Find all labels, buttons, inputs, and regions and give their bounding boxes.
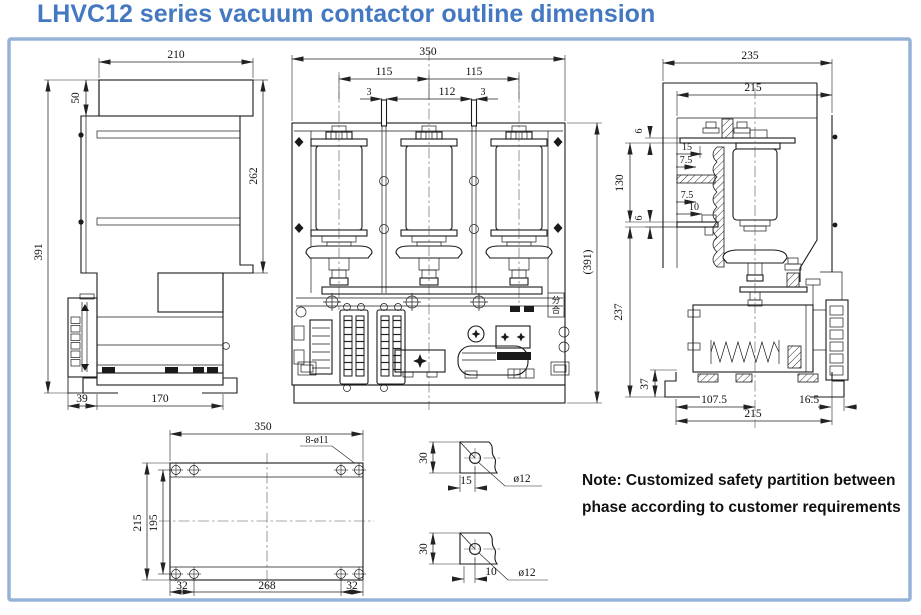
- page-title: LHVC12 series vacuum contactor outline d…: [37, 0, 656, 28]
- dim-detail-upper-dia: ø12: [513, 473, 531, 485]
- dim-right-15: 15: [682, 142, 692, 153]
- left-connector: [293, 319, 333, 375]
- right-foot-right: [810, 372, 845, 398]
- dim-detail-upper-30: 30: [418, 452, 430, 464]
- dim-front-3-right: 3: [481, 87, 486, 98]
- corner-bolt-icon: [294, 137, 304, 147]
- dim-side-262: 262: [248, 167, 260, 185]
- dim-right-6-bottom: 6: [634, 216, 645, 221]
- note-text: Note: Customized safety partition betwee…: [582, 467, 917, 521]
- note-line-1: Note: Customized safety partition betwee…: [582, 472, 896, 489]
- dim-front-115-right: 115: [466, 66, 483, 78]
- front-view: 350 115 115 3 112 3 (391): [291, 46, 602, 410]
- dim-right-215-top: 215: [744, 82, 762, 94]
- spring: [710, 340, 780, 364]
- mounting-plate: [169, 462, 364, 581]
- dim-bottom-215: 215: [132, 514, 144, 532]
- right-interrupter: [722, 142, 821, 307]
- side-view: 210 50 262 391 39 170: [33, 49, 268, 410]
- hole-callout: 8-ø11: [306, 435, 329, 446]
- right-terminal-block: [825, 299, 849, 381]
- dim-detail-lower-dia: ø12: [518, 567, 536, 579]
- deck-bolt-icon: [323, 293, 488, 311]
- vacuum-interrupter-poles: [305, 50, 553, 410]
- dim-right-6-top: 6: [634, 129, 645, 134]
- front-mechanism: 分 合: [293, 286, 570, 392]
- dim-side-39: 39: [76, 393, 88, 405]
- right-mechanism: [664, 299, 849, 398]
- phase-pin: [380, 99, 388, 127]
- dim-front-112: 112: [439, 86, 456, 98]
- note-line-2: phase according to customer requirements: [582, 499, 901, 516]
- dim-side-391: 391: [33, 243, 45, 261]
- detail-lower: 30 10 ø12: [418, 532, 548, 583]
- mounting-holes: [169, 463, 366, 581]
- indicator-char-bottom: 合: [552, 305, 561, 316]
- dim-front-391: (391): [582, 249, 594, 274]
- dim-right-215-bottom: 215: [744, 408, 762, 420]
- dim-right-7-5-top: 7.5: [680, 155, 693, 166]
- open-close-indicator: [547, 292, 565, 318]
- dim-detail-lower-10: 10: [485, 566, 497, 578]
- dim-front-3-left: 3: [367, 87, 372, 98]
- phase-pin: [470, 99, 478, 127]
- dim-bottom-350: 350: [254, 421, 272, 433]
- right-view: 235 215 6 15 7.5 130 7.5 10 6 237 37: [613, 50, 857, 428]
- dim-front-350: 350: [419, 46, 437, 58]
- dim-side-170: 170: [151, 393, 169, 405]
- dim-side-50: 50: [70, 92, 82, 104]
- dim-right-237: 237: [613, 303, 625, 321]
- bottom-view: 350 8-ø11 215 195 32 268 32: [132, 421, 374, 596]
- dim-right-10: 10: [689, 202, 699, 213]
- dim-detail-upper-15: 15: [460, 475, 472, 487]
- side-terminal-block: [67, 293, 98, 378]
- dim-detail-lower-30: 30: [418, 543, 430, 555]
- front-base: [293, 384, 566, 404]
- center-module: [394, 349, 446, 378]
- coil-actuator: [457, 325, 535, 379]
- detail-upper: 30 15 ø12: [418, 441, 542, 492]
- auxiliary-terminal-strips: [339, 303, 406, 392]
- dim-right-107-5: 107.5: [701, 394, 727, 406]
- right-foot-left: [664, 372, 700, 398]
- dim-right-130: 130: [614, 174, 626, 192]
- dim-right-7-5-bottom: 7.5: [681, 190, 694, 201]
- corrugated-insulator: [712, 146, 725, 268]
- phase-partition-shelf: [676, 174, 716, 184]
- dim-right-16-5: 16.5: [799, 394, 819, 406]
- indicator-char-top: 分: [552, 296, 561, 306]
- dim-side-210: 210: [167, 49, 185, 61]
- dim-right-37: 37: [639, 378, 651, 390]
- dim-right-235: 235: [741, 50, 759, 62]
- dim-bottom-195: 195: [148, 514, 160, 532]
- dim-bottom-268: 268: [258, 580, 276, 592]
- right-housing: [662, 82, 843, 300]
- dim-bottom-32-right: 32: [346, 580, 358, 592]
- dim-bottom-32-left: 32: [176, 580, 188, 592]
- dim-front-115-left: 115: [376, 66, 393, 78]
